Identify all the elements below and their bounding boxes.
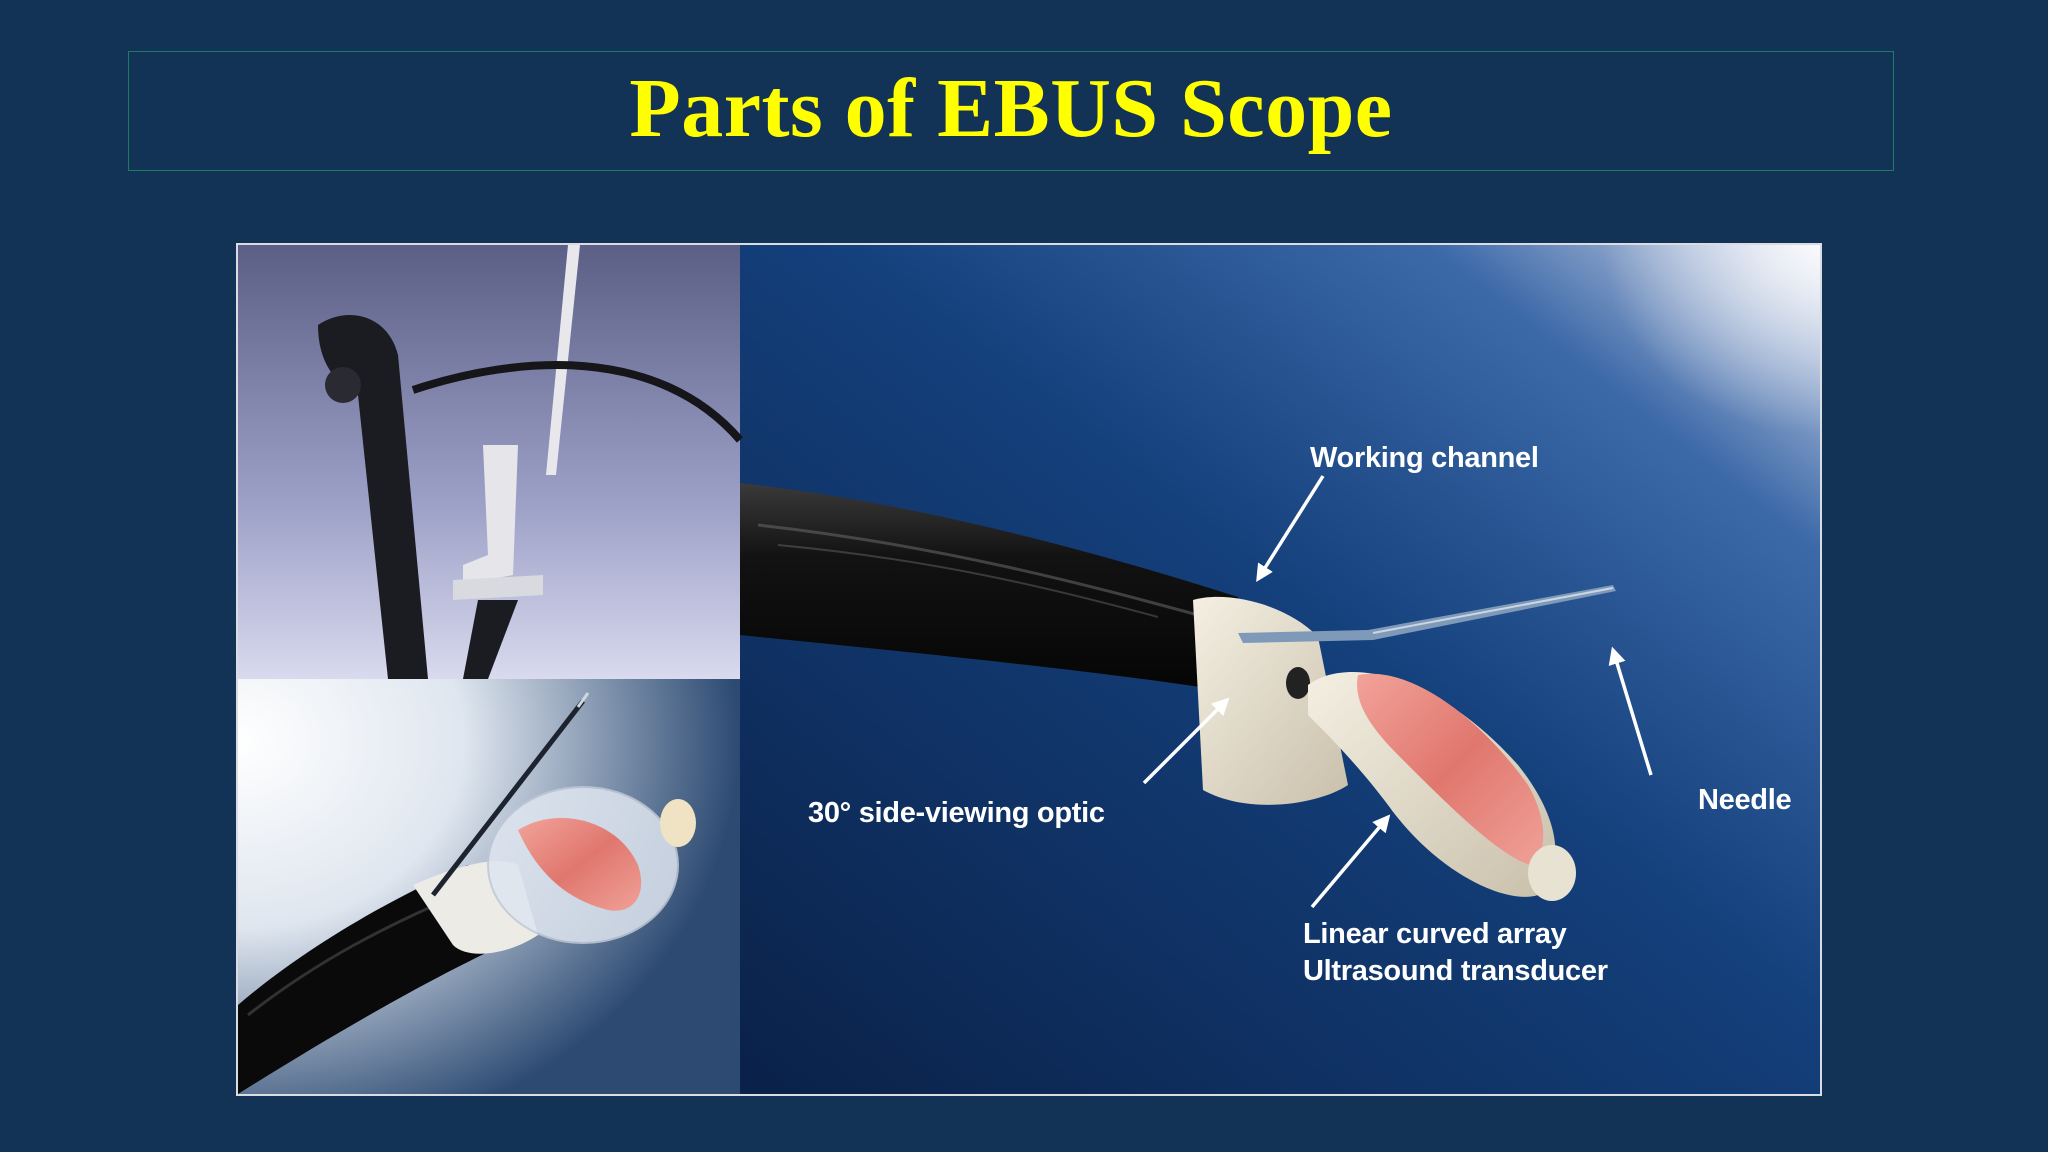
ebus-scope-figure: Working channel 30° side-viewing optic N… — [236, 243, 1822, 1096]
title-frame: Parts of EBUS Scope — [128, 51, 1894, 171]
main-closeup-photo: Working channel 30° side-viewing optic N… — [740, 245, 1820, 1094]
transducer-label-line2: Ultrasound transducer — [1303, 955, 1608, 987]
scope-tip-photo — [238, 679, 740, 1094]
slide-title: Parts of EBUS Scope — [629, 62, 1393, 155]
needle-label: Needle — [1698, 784, 1791, 816]
handle-photo — [238, 245, 744, 679]
side-viewing-optic-label: 30° side-viewing optic — [808, 797, 1105, 829]
figure-canvas: Working channel 30° side-viewing optic N… — [238, 245, 1820, 1094]
working-channel-label: Working channel — [1310, 442, 1539, 474]
transducer-label-line1: Linear curved array — [1303, 918, 1567, 950]
